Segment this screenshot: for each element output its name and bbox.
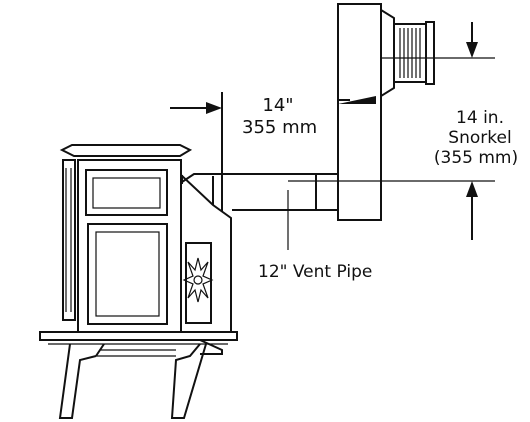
pipe-length-value: 14" <box>262 95 294 116</box>
snorkel-label-line3: (355 mm) <box>433 148 519 168</box>
stove-side-panel <box>180 160 232 333</box>
vent-pipe <box>181 173 338 211</box>
vent-pipe-label: 12" Vent Pipe <box>258 262 373 282</box>
dimension-pipe-length <box>170 92 376 212</box>
pipe-length-metric: 355 mm <box>242 117 318 138</box>
snorkel-label-line1: 14 in. <box>456 108 504 128</box>
snorkel <box>337 3 435 221</box>
stove-leg-right <box>170 343 207 419</box>
star-ornament <box>182 257 214 303</box>
stove-leg-left <box>58 343 105 419</box>
snorkel-cap <box>380 9 395 97</box>
snorkel-body <box>337 3 382 221</box>
snorkel-louvres <box>399 28 421 78</box>
dimension-snorkel-height <box>288 22 495 240</box>
stove <box>39 144 238 419</box>
stove-side-decor <box>185 242 212 324</box>
stove-base-plate <box>39 331 238 341</box>
snorkel-label-line2: Snorkel <box>448 128 512 148</box>
stove-top-plate <box>59 144 193 157</box>
stove-front-door <box>87 223 168 325</box>
stove-upper-panel <box>85 169 168 216</box>
stove-side-door <box>62 159 76 321</box>
